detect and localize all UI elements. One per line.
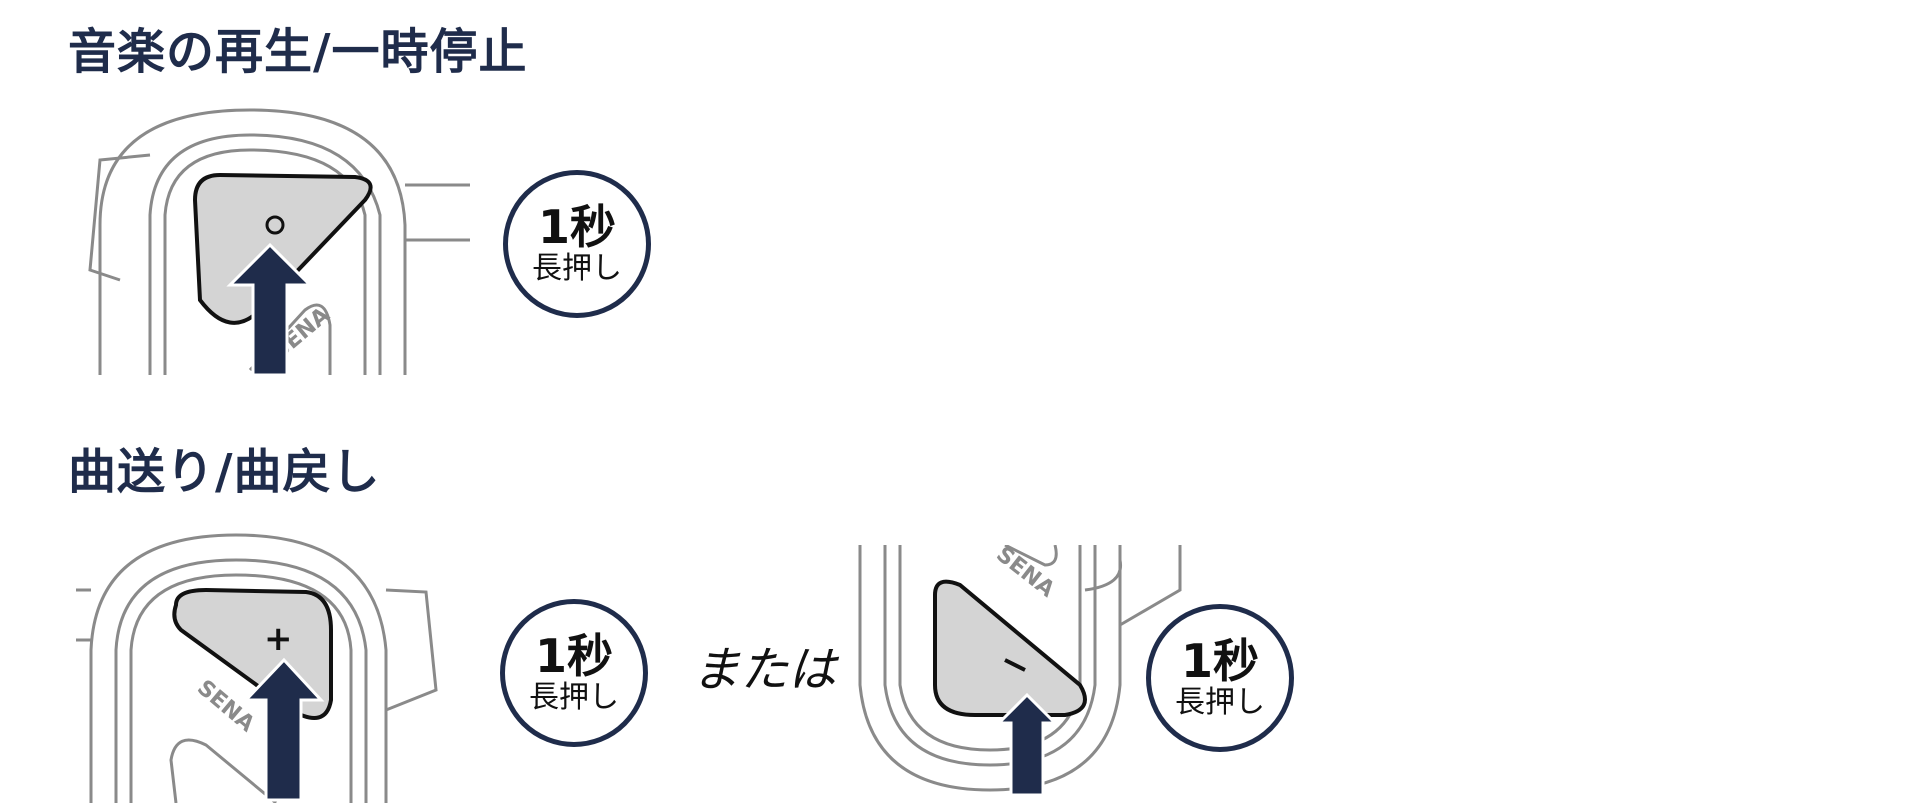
badge-action: 長押し [529, 679, 619, 715]
brand-logo: SENA [192, 675, 259, 737]
minus-button-symbol-icon [1004, 658, 1026, 672]
hold-duration-badge: 1秒 長押し [1146, 604, 1294, 752]
hold-duration-badge: 1秒 長押し [503, 170, 651, 318]
center-button-symbol-icon [265, 215, 285, 235]
badge-duration: 1秒 [537, 200, 616, 255]
badge-action: 長押し [1175, 684, 1265, 720]
or-connector: または [692, 642, 837, 698]
press-arrow-icon [226, 242, 314, 377]
device-illustration-minus-button: SENA [858, 545, 1182, 795]
badge-action: 長押し [532, 250, 622, 286]
press-arrow-icon [995, 692, 1059, 795]
section-title-play-pause: 音楽の再生/一時停止 [68, 24, 528, 80]
press-arrow-icon [242, 657, 325, 802]
section-title-track-skip: 曲送り/曲戻し [68, 444, 381, 500]
badge-duration: 1秒 [1180, 634, 1259, 689]
plus-button-symbol-icon: + [264, 619, 293, 659]
badge-duration: 1秒 [534, 629, 613, 684]
hold-duration-badge: 1秒 長押し [500, 599, 648, 747]
device-illustration-plus-button: + SENA [76, 533, 438, 803]
device-illustration-center-button: SENA [88, 108, 470, 377]
